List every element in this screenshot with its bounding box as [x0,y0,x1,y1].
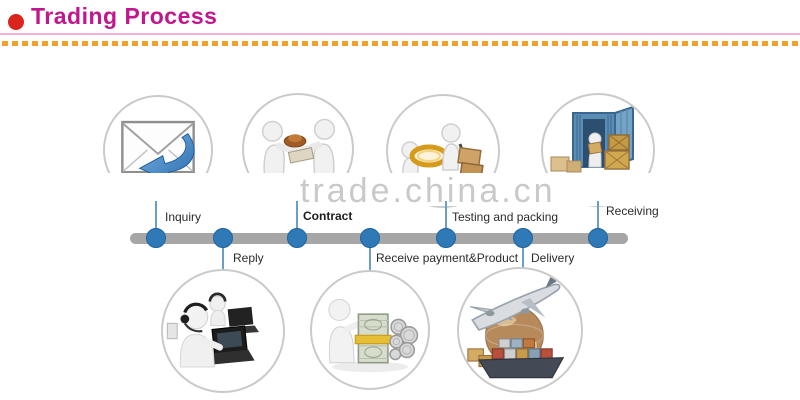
delivery-image [457,267,583,393]
container-boxes-icon [550,105,636,192]
connector-contract [296,201,298,233]
node-contract [287,228,307,248]
label-inquiry: Inquiry [165,210,202,224]
connector-delivery [522,245,524,271]
connector-payment [369,245,371,271]
page-title: Trading Process [31,3,218,29]
connector-reply [222,245,224,271]
node-receiving [588,228,608,248]
call-center-icon [166,292,259,368]
watermark-text: trade.china.cn [300,172,556,210]
watermark-band [0,173,800,206]
envelope-reply-icon [121,120,195,183]
connector-testing [445,201,447,233]
reply-image [161,269,285,393]
label-receiving: Receiving [606,204,659,218]
connector-inquiry [155,201,157,233]
dashed-divider [2,41,798,46]
node-payment [360,228,380,248]
label-delivery: Delivery [531,251,575,265]
node-delivery [513,228,533,248]
label-payment: Receive payment&Product [376,251,519,265]
label-reply: Reply [233,251,264,265]
receive-payment-image [310,270,430,390]
node-reply [213,228,233,248]
label-contract: Contract [303,209,353,223]
node-testing [436,228,456,248]
title-underline [0,33,800,35]
airplane-globe-ship-icon [467,273,565,379]
node-inquiry [146,228,166,248]
red-bullet-icon [8,14,24,30]
label-testing: Testing and packing [452,210,559,224]
connector-receiving [597,201,599,233]
money-stack-icon [328,298,419,373]
